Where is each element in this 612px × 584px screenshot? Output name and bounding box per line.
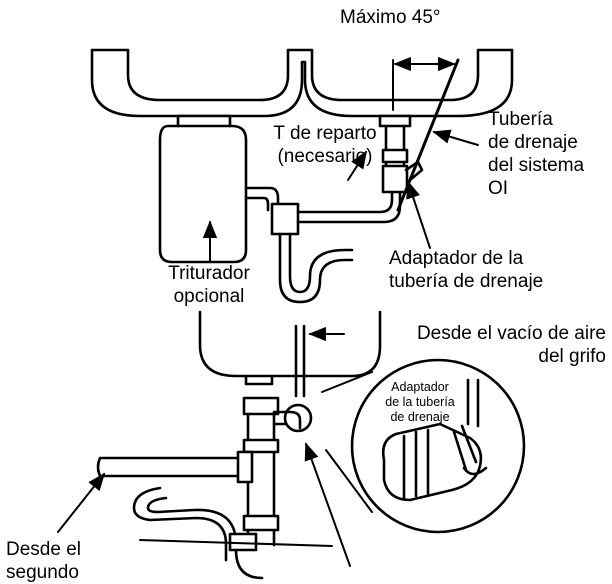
detail-magnifier	[321, 358, 526, 534]
detail-adapter-label-line-3: de drenaje	[390, 410, 450, 424]
air-gap-tube	[294, 324, 306, 398]
max-angle-label: Máximo 45°	[340, 7, 441, 28]
ro-drain-arrow	[432, 129, 479, 146]
second-basin-arrow	[57, 472, 106, 533]
cabinet-shelf-line	[139, 539, 333, 547]
drain-adapter-arrow	[406, 180, 431, 249]
tee-label-line-1: T de reparto	[273, 123, 377, 144]
disposal-label-line-1: Triturador	[168, 263, 250, 284]
air-gap-label-line-2: del grifo	[538, 346, 606, 367]
detail-adapter-label-line-2: de la tubería	[385, 395, 455, 409]
disposal-label: Triturador opcional	[150, 262, 268, 308]
second-basin-label: Desde el segundo	[6, 538, 81, 584]
drain-adapter-assembly	[378, 114, 424, 194]
air-gap-label: Desde el vacío de aire del grifo	[350, 322, 606, 368]
ro-drain-tube	[396, 58, 460, 212]
air-gap-label-line-1: Desde el vacío de aire	[416, 323, 606, 344]
double-sink	[90, 48, 514, 118]
ro-drain-label: Tubería de drenaje del sistema OI	[488, 108, 584, 200]
second-basin-drain	[96, 450, 254, 484]
drain-adapter-label-line-1: Adaptador de la	[389, 248, 524, 269]
tee-arrow	[347, 150, 367, 181]
ro-drain-label-line-1: Tubería	[488, 109, 553, 130]
disposal-label-line-2: opcional	[173, 286, 245, 307]
tee-label-line-2: (necesario)	[277, 146, 373, 167]
ro-drain-label-line-3: del sistema	[488, 155, 585, 176]
distribution-tee	[270, 188, 402, 304]
second-basin-label-line-1: Desde el	[6, 539, 81, 560]
second-basin-label-line-2: segundo	[6, 562, 79, 583]
vertical-drain-pipe	[242, 396, 313, 547]
ro-drain-label-line-2: de drenaje	[488, 132, 578, 153]
tee-label: T de reparto (necesario)	[250, 122, 400, 168]
ro-drain-label-line-4: OI	[488, 178, 509, 199]
detail-adapter-label-line-1: Adaptador	[391, 380, 449, 394]
drain-adapter-label-line-2: tubería de drenaje	[389, 271, 544, 292]
drain-adapter-label: Adaptador de la tubería de drenaje	[389, 247, 543, 293]
bottom-adapter-arrow	[304, 442, 351, 567]
angle-dimension	[392, 56, 456, 111]
disposal-unit	[158, 114, 280, 264]
detail-adapter-label: Adaptador de la tubería de drenaje	[370, 380, 470, 425]
p-trap	[132, 486, 264, 580]
lower-sink	[198, 310, 382, 386]
